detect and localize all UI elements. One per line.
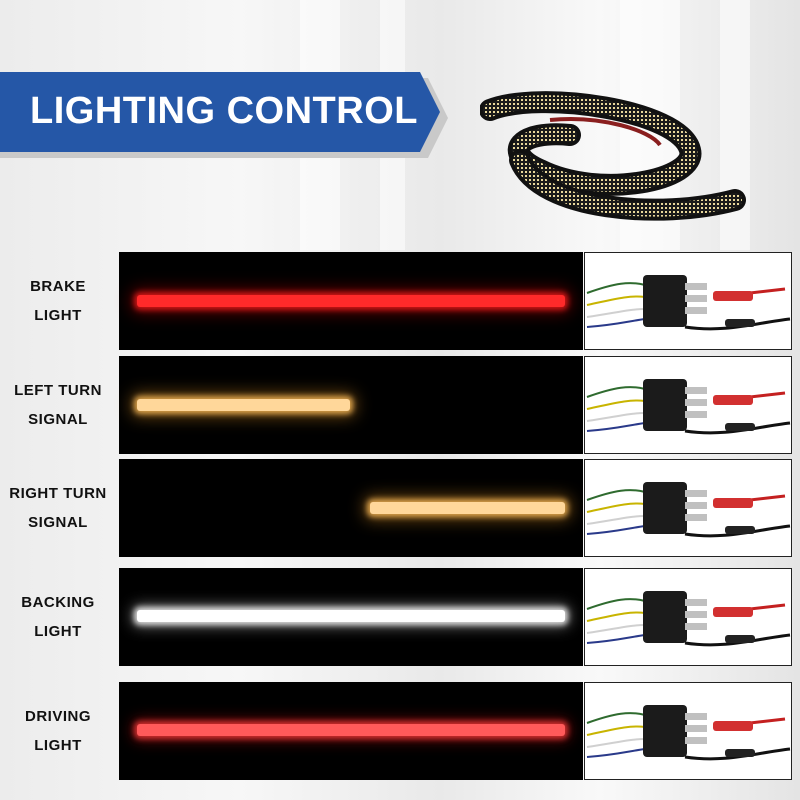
page-title: LIGHTING CONTROL bbox=[30, 90, 418, 132]
mode-label-line1: DRIVING bbox=[24, 708, 91, 725]
mode-label-line1: BACKING bbox=[21, 594, 95, 611]
wiring-connector-image bbox=[584, 682, 792, 780]
light-bar bbox=[137, 610, 565, 622]
mode-label-line2: SIGNAL bbox=[28, 411, 88, 428]
led-strip-coil-image bbox=[480, 91, 746, 221]
light-mode-row: BRAKE LIGHT bbox=[0, 252, 800, 350]
light-mode-row: DRIVING LIGHT bbox=[0, 682, 800, 780]
light-bar bbox=[137, 295, 565, 307]
mode-label-line2: SIGNAL bbox=[28, 514, 88, 531]
light-mode-row: RIGHT TURN SIGNAL bbox=[0, 459, 800, 557]
light-mode-row: LEFT TURN SIGNAL bbox=[0, 356, 800, 454]
light-demo-panel bbox=[119, 568, 583, 666]
title-banner bbox=[0, 72, 440, 152]
mode-label-line1: LEFT TURN bbox=[14, 382, 102, 399]
wiring-connector-image bbox=[584, 568, 792, 666]
mode-label: BACKING LIGHT bbox=[0, 568, 116, 666]
light-demo-panel bbox=[119, 356, 583, 454]
light-demo-panel bbox=[119, 682, 583, 780]
mode-label: DRIVING LIGHT bbox=[0, 682, 116, 780]
mode-label-line1: BRAKE bbox=[30, 278, 86, 295]
light-mode-row: BACKING LIGHT bbox=[0, 568, 800, 666]
light-demo-panel bbox=[119, 459, 583, 557]
mode-label: BRAKE LIGHT bbox=[0, 252, 116, 350]
light-bar bbox=[370, 502, 565, 514]
wiring-connector-image bbox=[584, 252, 792, 350]
light-bar bbox=[137, 399, 350, 411]
mode-label-line1: RIGHT TURN bbox=[9, 485, 107, 502]
mode-label-line2: LIGHT bbox=[34, 307, 82, 324]
light-demo-panel bbox=[119, 252, 583, 350]
wiring-connector-image bbox=[584, 356, 792, 454]
wiring-connector-image bbox=[584, 459, 792, 557]
light-bar bbox=[137, 724, 565, 736]
mode-label-line2: LIGHT bbox=[34, 623, 82, 640]
mode-label-line2: LIGHT bbox=[34, 737, 82, 754]
mode-label: LEFT TURN SIGNAL bbox=[0, 356, 116, 454]
mode-label: RIGHT TURN SIGNAL bbox=[0, 459, 116, 557]
